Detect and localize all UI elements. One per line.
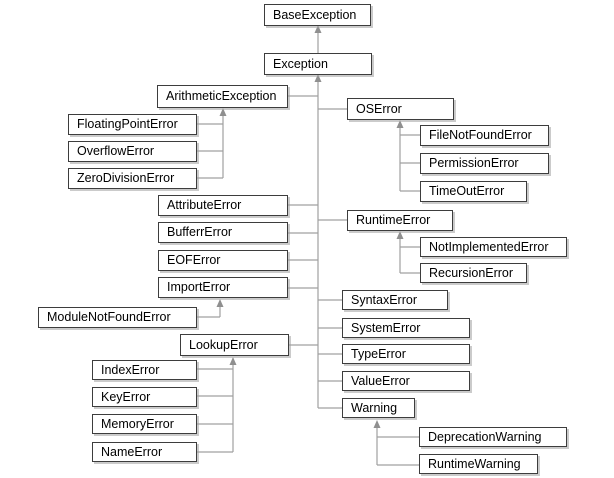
node-warning: Warning	[342, 398, 415, 418]
node-syntaxerror: SyntaxError	[342, 290, 448, 310]
node-oserror: OSError	[347, 98, 454, 120]
node-modulenotfounderror: ModuleNotFoundError	[38, 307, 197, 328]
node-nameerror: NameError	[92, 442, 197, 462]
node-memoryerror: MemoryError	[92, 414, 197, 434]
node-timeouterror: TimeOutError	[420, 181, 527, 202]
node-runtimewarning: RuntimeWarning	[419, 454, 538, 474]
node-systemerror: SystemError	[342, 318, 470, 338]
node-deprecationwarning: DeprecationWarning	[419, 427, 567, 447]
node-floatingpointerror: FloatingPointError	[68, 114, 197, 135]
node-overflowerror: OverflowError	[68, 141, 197, 162]
node-attributeerror: AttributeError	[158, 195, 288, 216]
node-baseexception: BaseException	[264, 4, 371, 26]
node-exception: Exception	[264, 53, 372, 75]
node-typeerror: TypeError	[342, 344, 470, 364]
node-zerodivisionerror: ZeroDivisionError	[68, 168, 197, 189]
node-eoferror: EOFError	[158, 250, 288, 271]
node-filenotfounderror: FileNotFoundError	[420, 125, 549, 146]
node-lookuperror: LookupError	[180, 334, 289, 356]
node-valueerror: ValueError	[342, 371, 470, 391]
arrow-up-icons	[216, 25, 404, 428]
node-bufferrerror: BufferrError	[158, 222, 288, 243]
node-notimplementederror: NotImplementedError	[420, 237, 567, 257]
node-runtimeerror: RuntimeError	[347, 210, 453, 231]
node-permissionerror: PermissionError	[420, 153, 549, 174]
node-recursionerror: RecursionError	[420, 263, 527, 283]
node-keyerror: KeyError	[92, 387, 197, 407]
node-indexerror: IndexError	[92, 360, 197, 380]
node-arithmeticexception: ArithmeticException	[157, 85, 288, 108]
node-importerror: ImportError	[158, 277, 288, 298]
